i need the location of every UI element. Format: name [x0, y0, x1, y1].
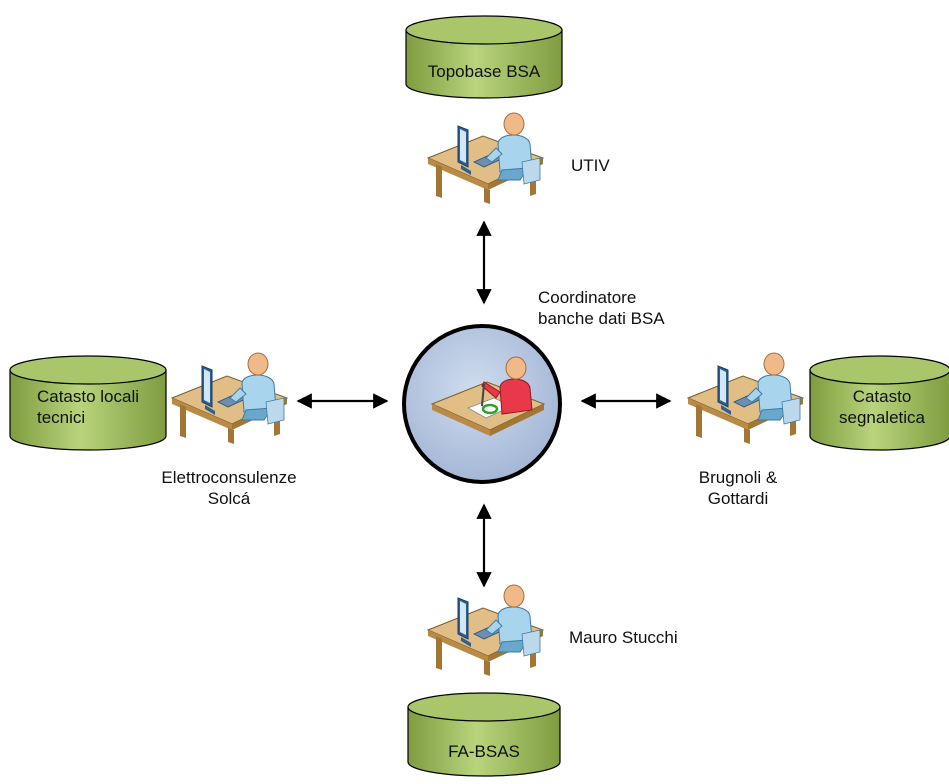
db-label-right-line1: Catasto: [852, 387, 912, 406]
actor-label-center-line1: Coordinatore: [538, 288, 637, 307]
actor-label-center: Coordinatore banche dati BSA: [538, 287, 665, 329]
actor-label-bottom: Mauro Stucchi: [569, 628, 678, 647]
actor-label-left: Elettroconsulenze Solcá: [161, 467, 296, 509]
db-label-left: Catasto locali tecnici: [37, 386, 139, 428]
actor-label-left-line1: Elettroconsulenze: [161, 468, 297, 487]
database-icon-left: [9, 355, 167, 451]
user-at-desk-icon-right: [687, 352, 804, 445]
actor-label-left-line2: Solcá: [207, 489, 251, 508]
database-icon-bottom: [407, 692, 561, 777]
db-label-bottom: FA-BSAS: [448, 741, 520, 762]
actor-label-center-line2: banche dati BSA: [538, 309, 665, 328]
user-at-desk-icon-bottom: [427, 584, 544, 677]
actor-label-right: Brugnoli & Gottardi: [699, 467, 777, 509]
database-icon-right: [809, 355, 949, 451]
actor-label-right-line2: Gottardi: [707, 489, 769, 508]
db-label-left-line1: Catasto locali: [36, 387, 140, 406]
user-at-desk-icon-left: [171, 352, 288, 445]
db-label-right-line2: segnaletica: [838, 408, 926, 427]
db-label-bottom-text: FA-BSAS: [448, 742, 520, 761]
database-icon-top: [405, 15, 563, 99]
actor-label-top: UTIV: [571, 156, 610, 175]
db-label-top: Topobase BSA: [428, 61, 540, 82]
actor-label-right-line1: Brugnoli &: [698, 468, 778, 487]
user-at-desk-icon-top: [427, 112, 544, 205]
db-label-top-text: Topobase BSA: [427, 62, 541, 81]
db-label-right: Catasto segnaletica: [839, 386, 925, 428]
db-label-left-line2: tecnici: [36, 408, 86, 427]
